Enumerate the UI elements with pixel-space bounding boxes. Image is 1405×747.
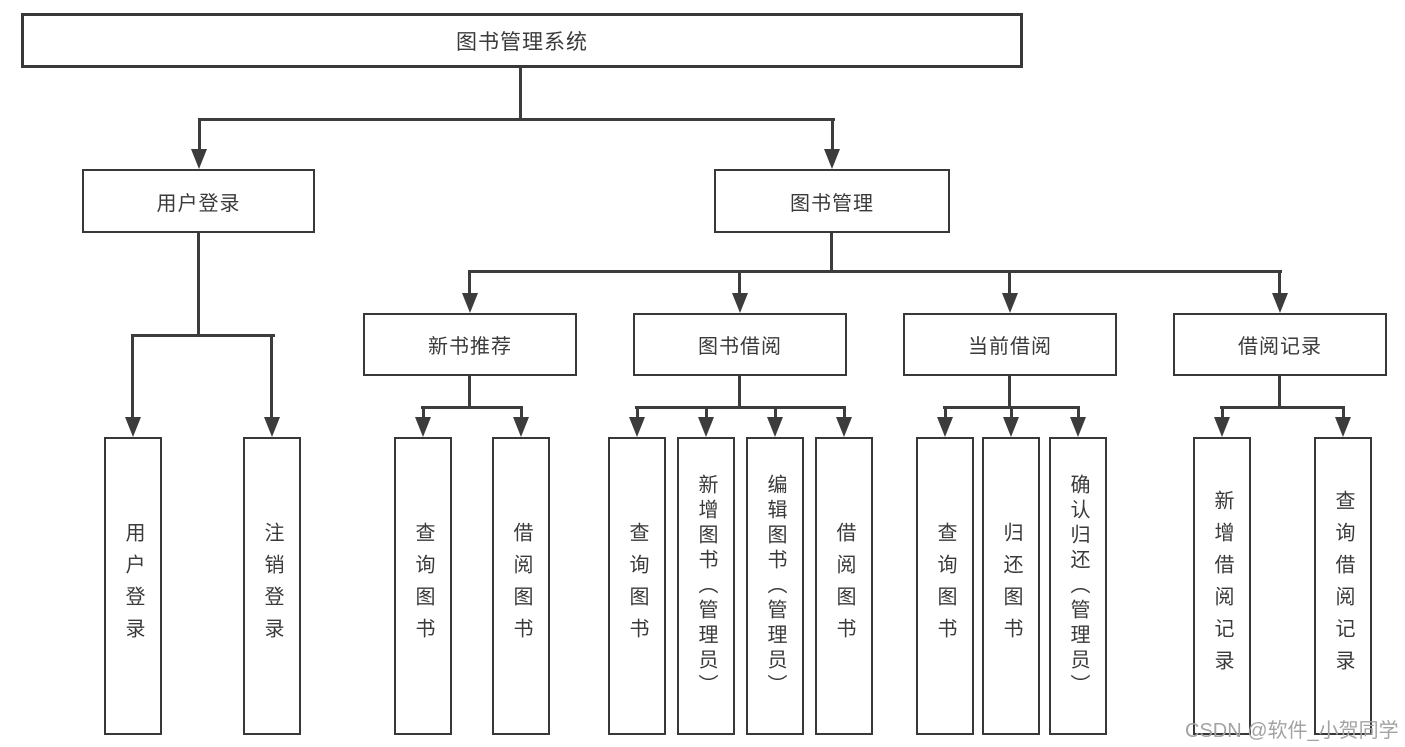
connector-line bbox=[1278, 273, 1281, 295]
arrow-down-icon bbox=[1214, 417, 1230, 437]
node-label: 查询图书 bbox=[412, 522, 434, 650]
arrow-down-icon bbox=[1003, 417, 1019, 437]
node-borrow-records: 借阅记录 bbox=[1173, 313, 1387, 376]
leaf-borrow-books-borrowing: 借阅图书 bbox=[815, 437, 873, 735]
connector-line bbox=[831, 121, 834, 152]
connector-line bbox=[944, 409, 947, 419]
connector-line bbox=[1010, 409, 1013, 419]
connector-line bbox=[519, 68, 522, 121]
node-label: 查询借阅记录 bbox=[1332, 490, 1354, 682]
connector-line bbox=[468, 273, 471, 295]
node-label: 借阅记录 bbox=[1238, 336, 1322, 358]
node-library-management-system: 图书管理系统 bbox=[21, 13, 1023, 68]
connector-line bbox=[830, 233, 833, 273]
node-label: 新增图书（管理员） bbox=[695, 473, 717, 699]
node-label: 新书推荐 bbox=[428, 336, 512, 358]
leaf-edit-books-admin: 编辑图书（管理员） bbox=[746, 437, 804, 735]
connector-line bbox=[705, 409, 708, 419]
arrow-down-icon bbox=[767, 417, 783, 437]
connector-line bbox=[421, 406, 523, 409]
connector-line bbox=[1278, 376, 1281, 409]
arrow-down-icon bbox=[732, 293, 748, 313]
connector-line bbox=[943, 406, 1080, 409]
connector-line bbox=[1077, 409, 1080, 419]
leaf-add-borrow-record: 新增借阅记录 bbox=[1193, 437, 1251, 735]
connector-line bbox=[468, 376, 471, 409]
connector-line bbox=[738, 273, 741, 295]
connector-line bbox=[468, 270, 1282, 273]
arrow-down-icon bbox=[836, 417, 852, 437]
connector-line bbox=[635, 406, 846, 409]
node-label: 查询图书 bbox=[626, 522, 648, 650]
node-book-management: 图书管理 bbox=[714, 169, 950, 233]
connector-line bbox=[738, 376, 741, 409]
connector-line bbox=[1221, 409, 1224, 419]
connector-line bbox=[270, 337, 273, 419]
node-label: 图书管理系统 bbox=[456, 30, 588, 54]
node-label: 查询图书 bbox=[934, 522, 956, 650]
node-label: 归还图书 bbox=[1000, 522, 1022, 650]
node-label: 借阅图书 bbox=[833, 522, 855, 650]
leaf-query-books-recommend: 查询图书 bbox=[394, 437, 452, 735]
leaf-borrow-books-recommend: 借阅图书 bbox=[492, 437, 550, 735]
connector-line bbox=[198, 118, 835, 121]
connector-line bbox=[1342, 409, 1345, 419]
arrow-down-icon bbox=[1002, 293, 1018, 313]
leaf-return-books: 归还图书 bbox=[982, 437, 1040, 735]
node-label: 图书借阅 bbox=[698, 336, 782, 358]
node-label: 确认归还（管理员） bbox=[1067, 473, 1089, 699]
connector-line bbox=[636, 409, 639, 419]
node-book-borrowing: 图书借阅 bbox=[633, 313, 847, 376]
arrow-down-icon bbox=[698, 417, 714, 437]
arrow-down-icon bbox=[264, 417, 280, 437]
arrow-down-icon bbox=[937, 417, 953, 437]
leaf-query-books-borrowing: 查询图书 bbox=[608, 437, 666, 735]
connector-line bbox=[774, 409, 777, 419]
arrow-down-icon bbox=[1335, 417, 1351, 437]
arrow-down-icon bbox=[629, 417, 645, 437]
node-label: 当前借阅 bbox=[968, 336, 1052, 358]
connector-line bbox=[131, 334, 275, 337]
connector-line bbox=[843, 409, 846, 419]
connector-line bbox=[197, 233, 200, 337]
arrow-down-icon bbox=[1070, 417, 1086, 437]
node-label: 用户登录 bbox=[156, 192, 241, 215]
node-current-borrowing: 当前借阅 bbox=[903, 313, 1117, 376]
arrow-down-icon bbox=[1272, 293, 1288, 313]
connector-line bbox=[131, 337, 134, 419]
leaf-confirm-return-admin: 确认归还（管理员） bbox=[1049, 437, 1107, 735]
node-label: 用户登录 bbox=[122, 522, 144, 650]
arrow-down-icon bbox=[824, 149, 840, 169]
watermark: CSDN @软件_小贺同学 bbox=[1185, 720, 1399, 742]
connector-line bbox=[1220, 406, 1345, 409]
node-label: 借阅图书 bbox=[510, 522, 532, 650]
node-label: 新增借阅记录 bbox=[1211, 490, 1233, 682]
leaf-user-login: 用户登录 bbox=[104, 437, 162, 735]
leaf-logout: 注销登录 bbox=[243, 437, 301, 735]
connector-line bbox=[198, 121, 201, 152]
connector-line bbox=[1008, 376, 1011, 409]
arrow-down-icon bbox=[462, 293, 478, 313]
node-label: 注销登录 bbox=[261, 522, 283, 650]
node-new-book-recommend: 新书推荐 bbox=[363, 313, 577, 376]
arrow-down-icon bbox=[125, 417, 141, 437]
node-label: 图书管理 bbox=[790, 192, 874, 215]
leaf-query-books-current: 查询图书 bbox=[916, 437, 974, 735]
arrow-down-icon bbox=[415, 417, 431, 437]
connector-line bbox=[520, 409, 523, 419]
leaf-add-books-admin: 新增图书（管理员） bbox=[677, 437, 735, 735]
arrow-down-icon bbox=[191, 149, 207, 169]
node-label: 编辑图书（管理员） bbox=[764, 473, 786, 699]
connector-line bbox=[1008, 273, 1011, 295]
leaf-query-borrow-record: 查询借阅记录 bbox=[1314, 437, 1372, 735]
arrow-down-icon bbox=[513, 417, 529, 437]
node-user-login: 用户登录 bbox=[82, 169, 315, 233]
connector-line bbox=[422, 409, 425, 419]
